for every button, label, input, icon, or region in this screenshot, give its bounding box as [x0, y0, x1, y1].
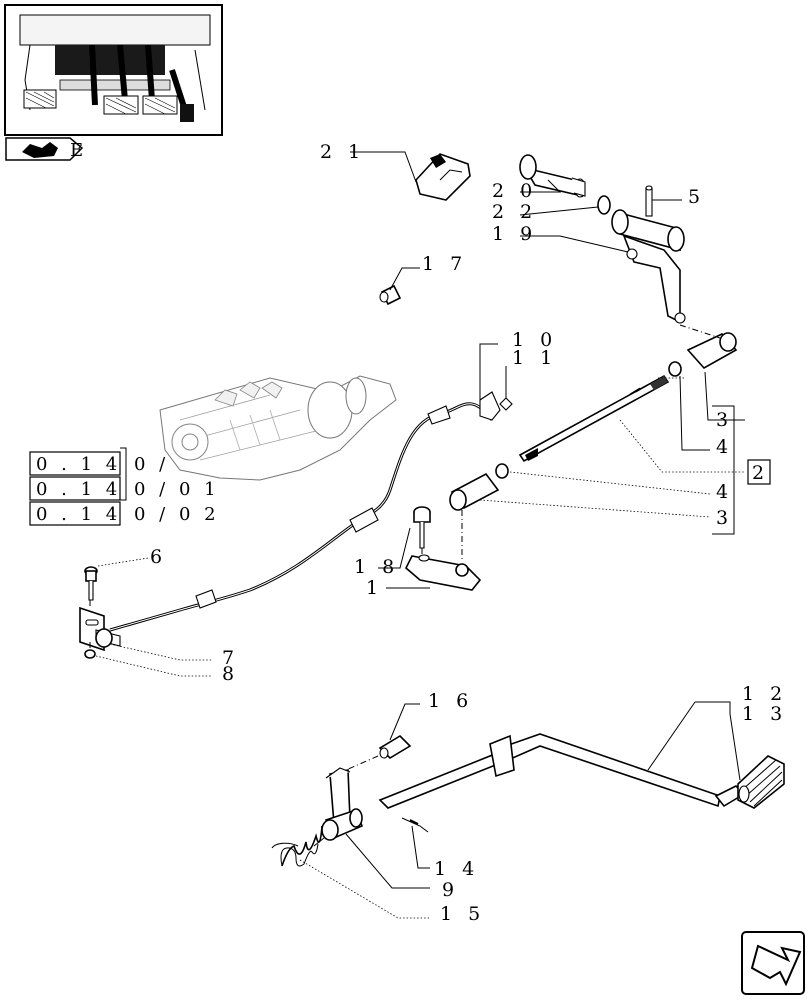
- part-6-bolt: [84, 566, 98, 601]
- callout-17: 1 7: [422, 253, 467, 275]
- locator-thumbnail: [4, 4, 223, 136]
- callout-6: 6: [150, 546, 167, 568]
- leader-4-upper: [679, 375, 710, 451]
- part-11-clip: [499, 397, 513, 411]
- leader-20: [520, 179, 562, 193]
- leader-22: [519, 206, 599, 216]
- leader-19: [520, 235, 629, 253]
- callout-14: 1 4: [434, 858, 479, 880]
- leader-15: [299, 859, 430, 919]
- callout-11: 1 1: [512, 347, 557, 369]
- next-page-button[interactable]: [741, 931, 805, 995]
- leader-16: [389, 703, 420, 741]
- part-17-fitting: [379, 284, 402, 306]
- reference-suffix: 0 / 0 1: [134, 479, 220, 500]
- part-15-spring: [271, 825, 325, 867]
- callout-15: 1 5: [440, 903, 485, 925]
- leader-21: [350, 151, 417, 183]
- rod-assembly: [518, 374, 670, 463]
- thumbnail-tab-label: E: [70, 140, 87, 161]
- callout-4-lower: 4: [716, 481, 733, 503]
- thumbnail-tab[interactable]: E: [5, 137, 87, 161]
- leader-6: [97, 557, 149, 567]
- callout-2-box: [747, 459, 771, 485]
- callout-20: 2 0: [492, 180, 537, 202]
- leader-3-upper: [704, 371, 745, 421]
- leader-17: [389, 267, 420, 291]
- part-4-washer-lower: [495, 463, 509, 479]
- part-7-bracket: [79, 606, 121, 652]
- part-3-sleeve-upper: [686, 332, 738, 370]
- part-5-pin: [645, 185, 653, 217]
- injection-pump: [159, 375, 397, 481]
- axis-lever-sleeve: [679, 324, 721, 339]
- callout-2: 2: [752, 462, 769, 484]
- callout-10: 1 0: [512, 329, 557, 351]
- part-1-plate: [405, 554, 482, 591]
- callout-7: 7: [222, 647, 239, 669]
- leader-10: [479, 343, 498, 400]
- part-22-ring: [597, 195, 611, 215]
- part-16-fitting: [378, 734, 412, 760]
- leader-8: [95, 655, 212, 677]
- leader-9: [345, 833, 430, 889]
- reference-row[interactable]: 0 . 1 4 0 / 0 1: [29, 476, 220, 501]
- reference-prefix: 0 . 1 4: [36, 504, 121, 525]
- part-4-washer-upper: [668, 361, 682, 377]
- callout-18: 1 8: [354, 556, 399, 578]
- leader-12: [695, 701, 731, 714]
- reference-row[interactable]: 0 . 1 4 0 / 0 2: [29, 501, 220, 526]
- reference-suffix: 0 / 0 2: [134, 504, 220, 525]
- part-14-pin: [401, 817, 429, 833]
- reference-prefix: 0 . 1 4: [36, 479, 121, 500]
- callout-19: 1 9: [492, 223, 537, 245]
- book-icon: [22, 142, 58, 158]
- leader-4-lower: [509, 471, 711, 495]
- arrow-icon: [750, 944, 802, 987]
- pedal-lever-assembly: [378, 733, 746, 809]
- callout-1: 1: [366, 577, 383, 599]
- reference-prefix: 0 . 1 4: [36, 454, 121, 475]
- part-9-pivot: [321, 767, 364, 841]
- throttle-cable: [109, 391, 501, 632]
- part-20-pin: [519, 154, 586, 198]
- callout-3-upper: 3: [716, 409, 733, 431]
- reference-row[interactable]: 0 . 1 4 0 /: [29, 451, 169, 476]
- reference-suffix: 0 /: [134, 454, 169, 475]
- callout-16: 1 6: [428, 690, 473, 712]
- part-8-nut: [84, 649, 96, 659]
- callout-12: 1 2: [742, 683, 787, 705]
- part-18-bolt: [413, 506, 431, 549]
- bracket-group-2: [712, 405, 735, 535]
- callout-9: 9: [442, 879, 459, 901]
- callout-8: 8: [222, 663, 239, 685]
- callout-4-upper: 4: [716, 436, 733, 458]
- leader-14: [411, 825, 430, 869]
- part-3-sleeve-lower: [449, 472, 500, 511]
- leader-7: [109, 643, 212, 661]
- leader-3-lower: [479, 499, 711, 518]
- leader-18: [378, 527, 411, 569]
- part-13-pedal-pad: [737, 755, 785, 809]
- callout-5: 5: [688, 186, 705, 208]
- callout-13: 1 3: [742, 703, 787, 725]
- leader-13: [729, 713, 741, 781]
- reference-list: 0 . 1 4 0 / 0 . 1 4 0 / 0 1 0 . 1 4 0 / …: [29, 447, 220, 526]
- callout-21: 2 1: [320, 141, 365, 163]
- part-19-lever: [611, 209, 686, 324]
- leader-2: [619, 419, 745, 473]
- callout-3-lower: 3: [716, 507, 733, 529]
- callout-22: 2 2: [492, 201, 537, 223]
- part-21-clip: [415, 153, 471, 201]
